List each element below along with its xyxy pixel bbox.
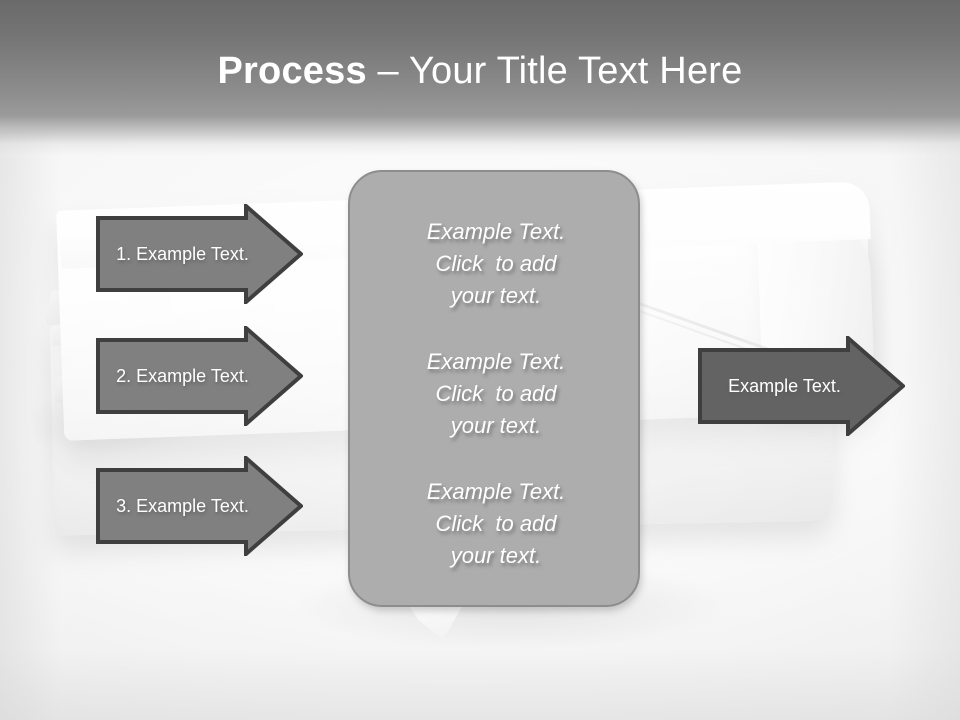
right-arrow-icon: [96, 326, 303, 426]
right-arrow-icon: [698, 336, 905, 436]
background-edge-fade-left: [0, 130, 60, 720]
center-panel-text-block-1[interactable]: Example Text. Click to add your text.: [426, 219, 566, 308]
center-panel-text-stack: Example Text. Click to add your text. Ex…: [350, 212, 642, 572]
arrow-step-2[interactable]: 2. Example Text.: [96, 326, 303, 426]
page-title: Process – Your Title Text Here: [0, 48, 960, 94]
arrow-step-1-label: 1. Example Text.: [116, 244, 249, 264]
arrow-step-1[interactable]: 1. Example Text.: [96, 204, 303, 304]
arrow-step-3[interactable]: 3. Example Text.: [96, 456, 303, 556]
center-panel-text-block-3[interactable]: Example Text. Click to add your text.: [426, 479, 566, 568]
page-title-strong: Process: [217, 50, 367, 92]
center-panel-text-block-2[interactable]: Example Text. Click to add your text.: [426, 349, 566, 438]
arrow-output[interactable]: Example Text.: [698, 336, 905, 436]
right-arrow-icon: [96, 456, 303, 556]
right-arrow-icon: [96, 204, 303, 304]
background-edge-fade-right: [890, 130, 960, 720]
arrow-output-label: Example Text.: [728, 376, 841, 396]
center-content-panel[interactable]: Example Text. Click to add your text. Ex…: [348, 170, 640, 607]
background-edge-fade-bottom: [0, 650, 960, 720]
arrow-step-3-label: 3. Example Text.: [116, 496, 249, 516]
arrow-step-2-label: 2. Example Text.: [116, 366, 249, 386]
page-title-light: – Your Title Text Here: [366, 50, 743, 92]
